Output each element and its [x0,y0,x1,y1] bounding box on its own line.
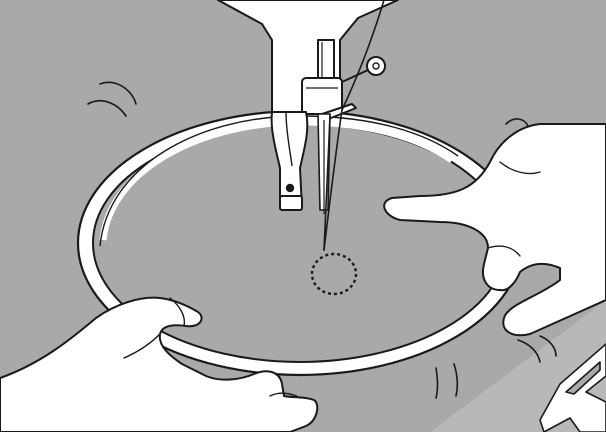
presser-foot-bar [280,196,302,210]
